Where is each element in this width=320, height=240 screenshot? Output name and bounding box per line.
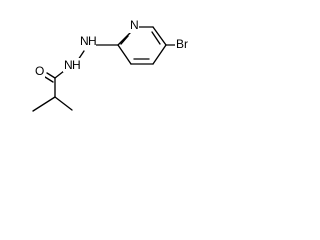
bond-carbonyl-oxygen	[46, 72, 56, 79]
nitrogen-ring-background	[129, 19, 139, 33]
bond-ring-n-c2	[117, 31, 132, 46]
bond-ring-n-c2-inner	[120, 35, 129, 45]
bond-ring-c5-c4	[152, 44, 167, 65]
chemical-structure-diagram: N N H N H O Br	[0, 0, 213, 135]
bond-ring-c6-c5	[152, 26, 167, 46]
nitrogen-upper-label: N	[80, 34, 89, 48]
oxygen-label: O	[35, 64, 44, 78]
bond-ring-c3-c2	[117, 44, 132, 65]
amide-group	[44, 72, 56, 98]
hydrogen-lower-label: H	[72, 58, 81, 72]
nitrogen-lower-label: N	[64, 58, 73, 72]
bond-ring-c6-c5-inner	[151, 31, 161, 45]
bromine-label: Br	[176, 37, 188, 51]
nitrogen-lower-background	[63, 58, 81, 72]
oxygen-background	[34, 65, 45, 79]
bond-alpha-methyl-left	[32, 96, 56, 112]
isopropyl-group	[32, 96, 73, 112]
bond-nh-lower-carbonyl	[54, 70, 65, 79]
bond-carbonyl-oxygen-double	[44, 76, 54, 83]
nitrogen-upper-background	[79, 35, 96, 49]
hydrogen-upper-label: H	[88, 34, 97, 48]
nitrogen-ring-label: N	[130, 18, 139, 32]
bromine-background	[175, 38, 193, 52]
pyridine-ring	[117, 26, 167, 65]
bond-alpha-methyl-right	[54, 96, 73, 111]
molecule-canvas: N N H N H O Br	[32, 18, 193, 112]
atom-labels: N N H N H O Br	[34, 18, 193, 79]
